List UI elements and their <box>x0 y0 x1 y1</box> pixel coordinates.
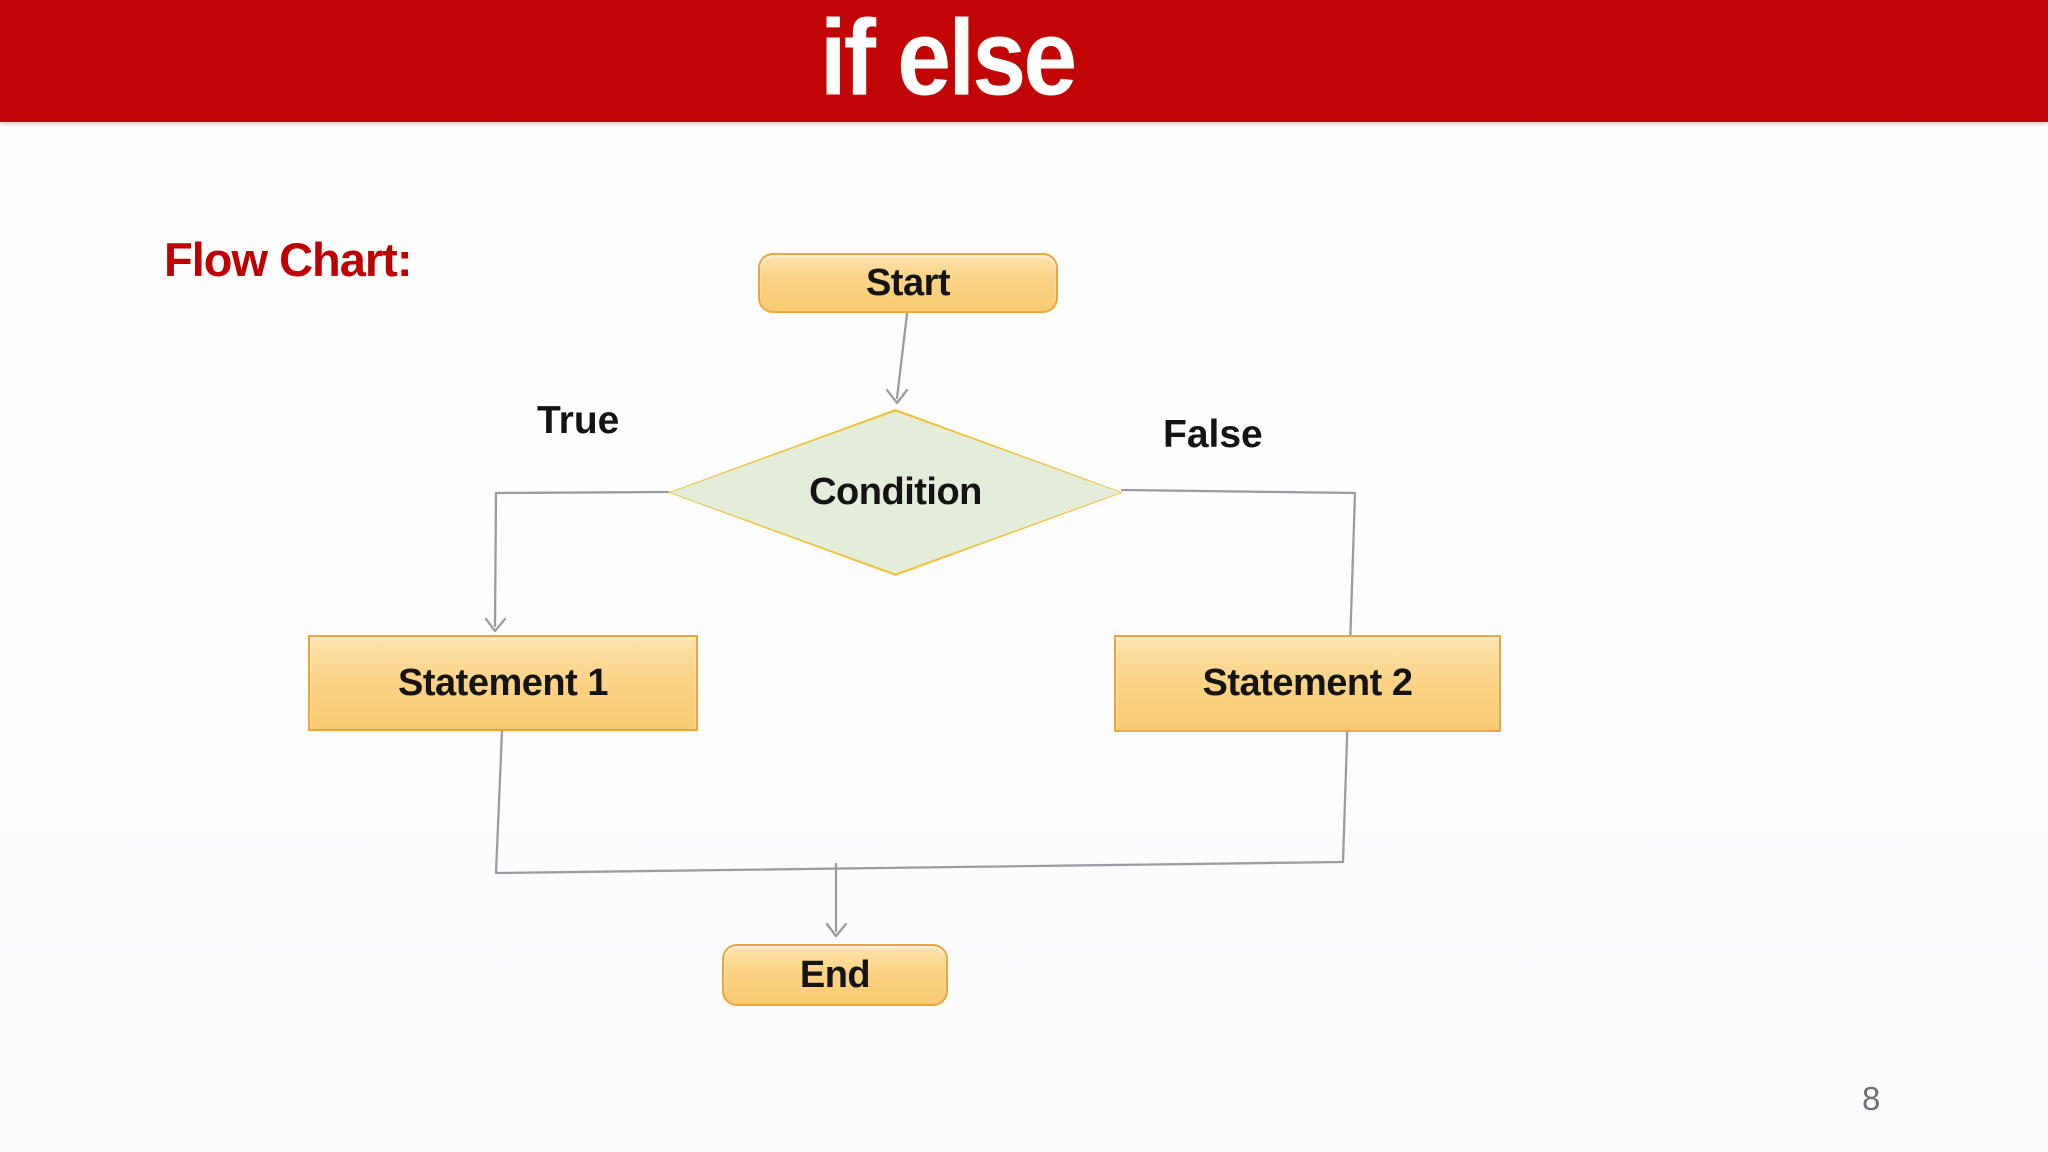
edge-start-condition <box>895 312 909 400</box>
page-number: 8 <box>1862 1080 1881 1117</box>
flowchart-node-start: Start <box>758 253 1058 313</box>
start-label: Start <box>865 261 951 304</box>
slide-title: if else <box>819 0 1078 119</box>
branch-label-true: True <box>537 399 620 442</box>
edge-condition-statement1 <box>493 490 670 628</box>
flowchart-node-statement1: Statement 1 <box>308 635 698 731</box>
condition-label: Condition <box>809 471 982 513</box>
section-label: Flow Chart: <box>164 233 412 286</box>
flowchart-node-statement2: Statement 2 <box>1114 635 1501 732</box>
flowchart-node-end: End <box>722 944 948 1006</box>
arrowhead-statement1 <box>484 617 507 633</box>
branch-label-false: False <box>1163 413 1263 456</box>
edge-statement1-merge <box>494 729 504 875</box>
arrowhead-condition <box>885 388 909 405</box>
statement2-label: Statement 2 <box>1202 662 1413 704</box>
end-label: End <box>799 953 871 996</box>
edge-condition-statement2 <box>1120 488 1357 864</box>
edge-merge-line <box>494 860 1345 875</box>
statement1-label: Statement 1 <box>398 661 608 704</box>
title-banner <box>0 0 2048 122</box>
arrowhead-end <box>825 922 848 938</box>
